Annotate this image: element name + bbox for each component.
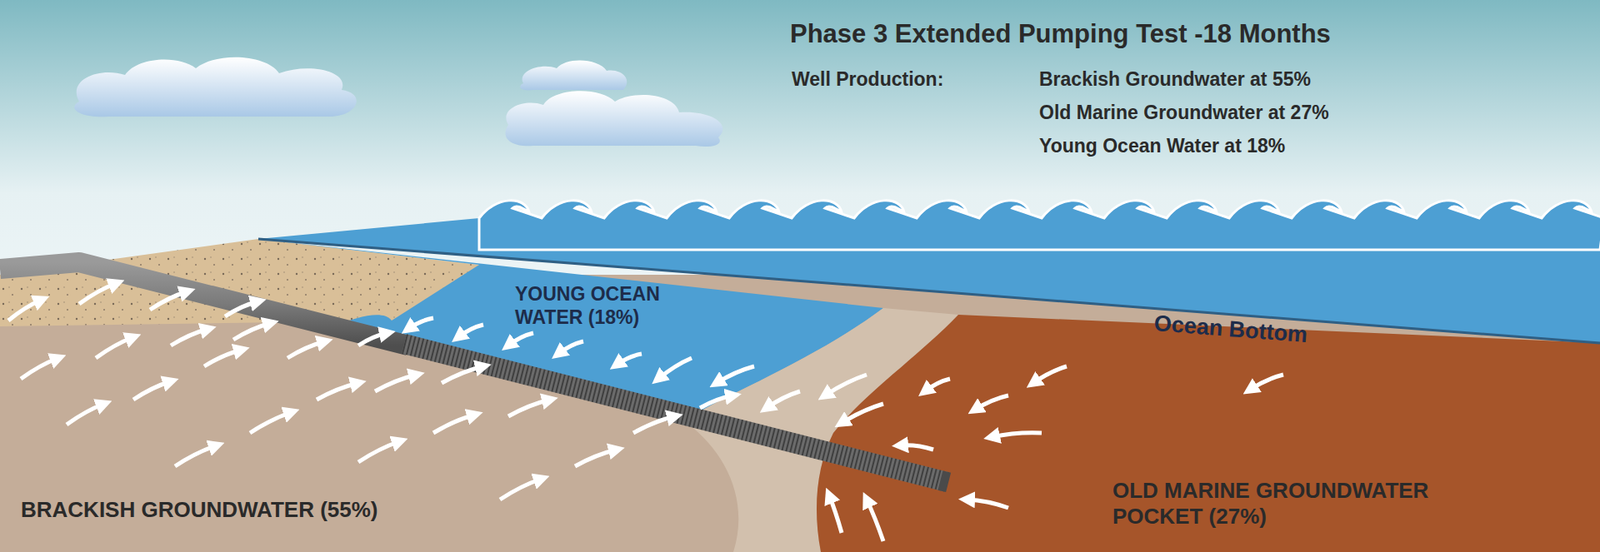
flow-arrow xyxy=(925,379,950,392)
flow-arrow xyxy=(250,412,292,434)
flow-arrow xyxy=(20,358,59,380)
flow-arrow xyxy=(575,450,617,467)
flow-arrow xyxy=(716,366,755,384)
flow-arrow xyxy=(633,416,675,434)
flow-arrow xyxy=(900,445,934,450)
flow-arrow xyxy=(175,445,217,467)
region-label: OLD MARINE GROUNDWATER POCKET (27%) xyxy=(1112,478,1463,530)
legend-heading: Well Production: xyxy=(791,68,944,92)
flow-arrow xyxy=(700,395,734,409)
flow-arrow xyxy=(95,337,134,359)
flow-arrow xyxy=(966,500,1009,509)
flow-arrow xyxy=(766,391,800,409)
production-item: Young Ocean Water at 18% xyxy=(1039,135,1285,159)
flow-arrow xyxy=(1033,366,1067,384)
flow-arrow xyxy=(225,301,259,317)
flow-arrow xyxy=(658,358,692,380)
flow-arrow xyxy=(287,341,325,359)
flow-arrow xyxy=(170,329,209,346)
flow-arrow xyxy=(66,404,105,425)
flow-arrow xyxy=(358,333,388,346)
production-item: Brackish Groundwater at 55% xyxy=(1039,68,1311,92)
flow-arrow xyxy=(829,495,842,534)
flow-arrow xyxy=(508,333,534,346)
flow-arrow xyxy=(433,415,475,434)
flow-arrow xyxy=(866,500,884,542)
flow-arrow xyxy=(316,383,359,400)
flow-arrow xyxy=(558,341,584,355)
region-label: YOUNG OCEAN WATER (18%) xyxy=(515,283,715,330)
flow-arrow xyxy=(441,366,484,384)
diagram-title: Phase 3 Extended Pumping Test -18 Months xyxy=(790,18,1331,50)
flow-arrow xyxy=(133,381,171,400)
flow-arrow xyxy=(375,375,417,392)
region-label: BRACKISH GROUNDWATER (55%) xyxy=(20,497,379,524)
flow-arrow xyxy=(8,300,42,321)
production-item: Old Marine Groundwater at 27% xyxy=(1039,101,1330,125)
cloud xyxy=(74,57,723,147)
flow-arrow xyxy=(150,291,188,310)
flow-arrow xyxy=(975,395,1009,410)
flow-arrow xyxy=(204,350,242,367)
flow-arrow xyxy=(1250,375,1284,390)
flow-arrow xyxy=(991,433,1042,438)
flow-arrow xyxy=(500,479,542,500)
flow-arrow xyxy=(508,400,550,417)
flow-arrow xyxy=(841,404,884,424)
flow-arrow xyxy=(825,375,867,396)
flow-arrow xyxy=(233,323,271,340)
flow-arrow xyxy=(358,441,400,463)
flow-arrow xyxy=(616,354,642,365)
flow-arrow xyxy=(79,283,117,305)
flow-arrow xyxy=(458,325,484,338)
flow-arrow xyxy=(408,318,434,330)
